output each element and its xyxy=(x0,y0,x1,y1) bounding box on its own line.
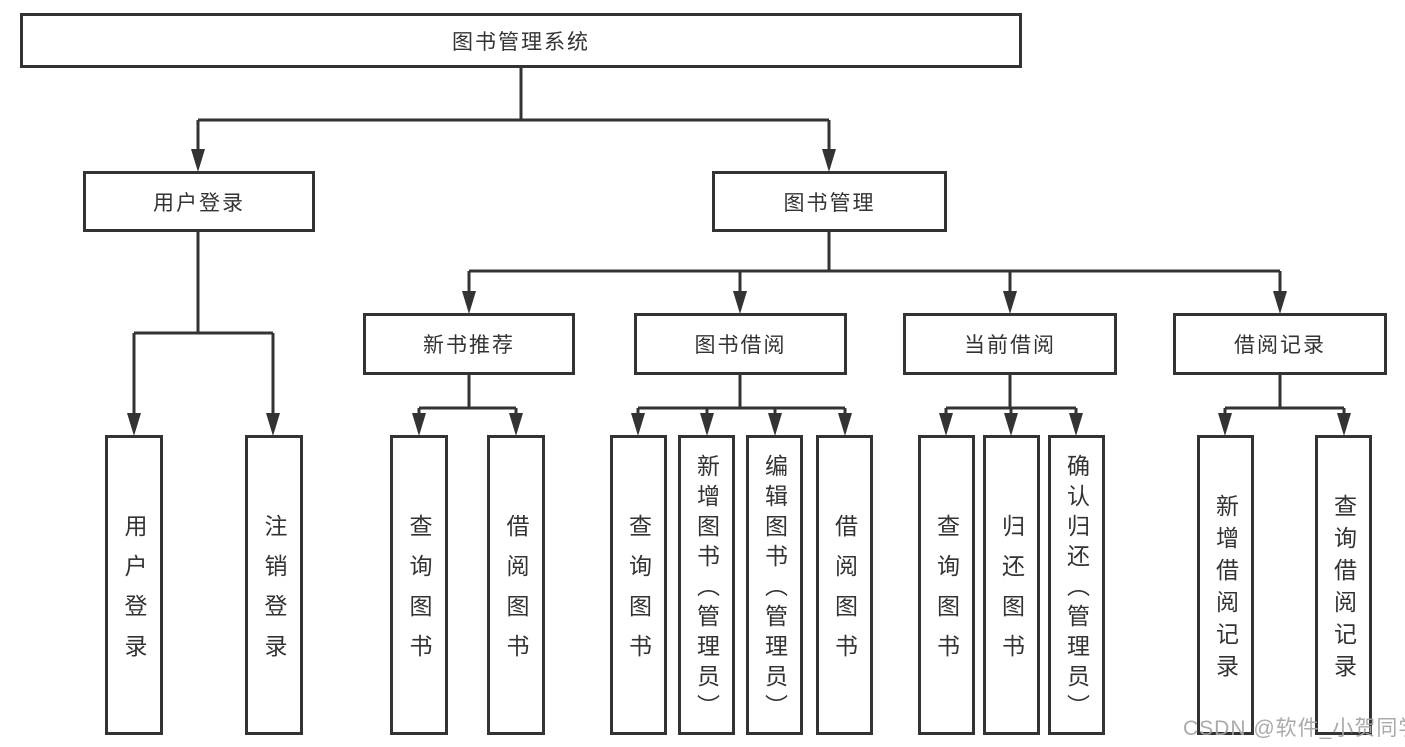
leaf-label: 借阅图书 xyxy=(831,513,858,674)
leaf-label: 查询借阅记录 xyxy=(1330,493,1357,686)
leaf-label: 查询图书 xyxy=(625,513,652,674)
leaf-label: 借阅图书 xyxy=(503,513,529,674)
leaf-edit-book-admin: 编辑图书（管理员） xyxy=(746,435,803,735)
node-user-login-branch: 用户登录 xyxy=(83,171,315,232)
leaf-add-borrow-record: 新增借阅记录 xyxy=(1197,435,1254,735)
leaf-label: 查询图书 xyxy=(406,513,432,674)
leaf-label: 用户登录 xyxy=(121,513,147,674)
node-borrow-records: 借阅记录 xyxy=(1173,313,1387,375)
leaf-label: 归还图书 xyxy=(998,513,1025,674)
leaf-borrow-books-recommend: 借阅图书 xyxy=(487,435,545,735)
node-label: 当前借阅 xyxy=(964,334,1056,357)
node-library-management-system: 图书管理系统 xyxy=(20,13,1022,68)
leaf-label: 新增图书（管理员） xyxy=(693,453,720,724)
leaf-add-book-admin: 新增图书（管理员） xyxy=(678,435,735,735)
node-label: 用户登录 xyxy=(153,191,245,215)
leaf-label: 编辑图书（管理员） xyxy=(761,453,788,724)
node-current-borrow: 当前借阅 xyxy=(903,313,1117,375)
node-label: 图书管理系统 xyxy=(452,30,590,54)
leaf-label: 新增借阅记录 xyxy=(1212,493,1239,686)
node-label: 图书管理 xyxy=(783,191,876,215)
node-new-book-recommend: 新书推荐 xyxy=(363,313,575,375)
leaf-query-books-borrow: 查询图书 xyxy=(610,435,667,735)
leaf-query-borrow-record: 查询借阅记录 xyxy=(1315,435,1372,735)
arrowheads xyxy=(127,149,1351,436)
leaf-label: 确认归还（管理员） xyxy=(1063,453,1090,724)
csdn-watermark: CSDN @软件_小贺同学 xyxy=(1183,717,1405,740)
node-book-borrow: 图书借阅 xyxy=(634,313,847,375)
node-label: 图书借阅 xyxy=(694,334,787,357)
node-book-management-branch: 图书管理 xyxy=(712,171,947,232)
leaf-query-books-recommend: 查询图书 xyxy=(390,435,448,735)
leaf-query-books-current: 查询图书 xyxy=(918,435,975,735)
node-label: 借阅记录 xyxy=(1234,334,1326,357)
tree-edges xyxy=(132,68,1346,416)
leaf-label: 查询图书 xyxy=(933,513,960,674)
leaf-confirm-return-admin: 确认归还（管理员） xyxy=(1048,435,1105,735)
node-label: 新书推荐 xyxy=(423,334,515,357)
leaf-borrow-books: 借阅图书 xyxy=(816,435,873,735)
leaf-return-book: 归还图书 xyxy=(983,435,1040,735)
leaf-user-login: 用户登录 xyxy=(105,435,163,735)
leaf-logout: 注销登录 xyxy=(245,435,303,735)
leaf-label: 注销登录 xyxy=(261,513,287,674)
